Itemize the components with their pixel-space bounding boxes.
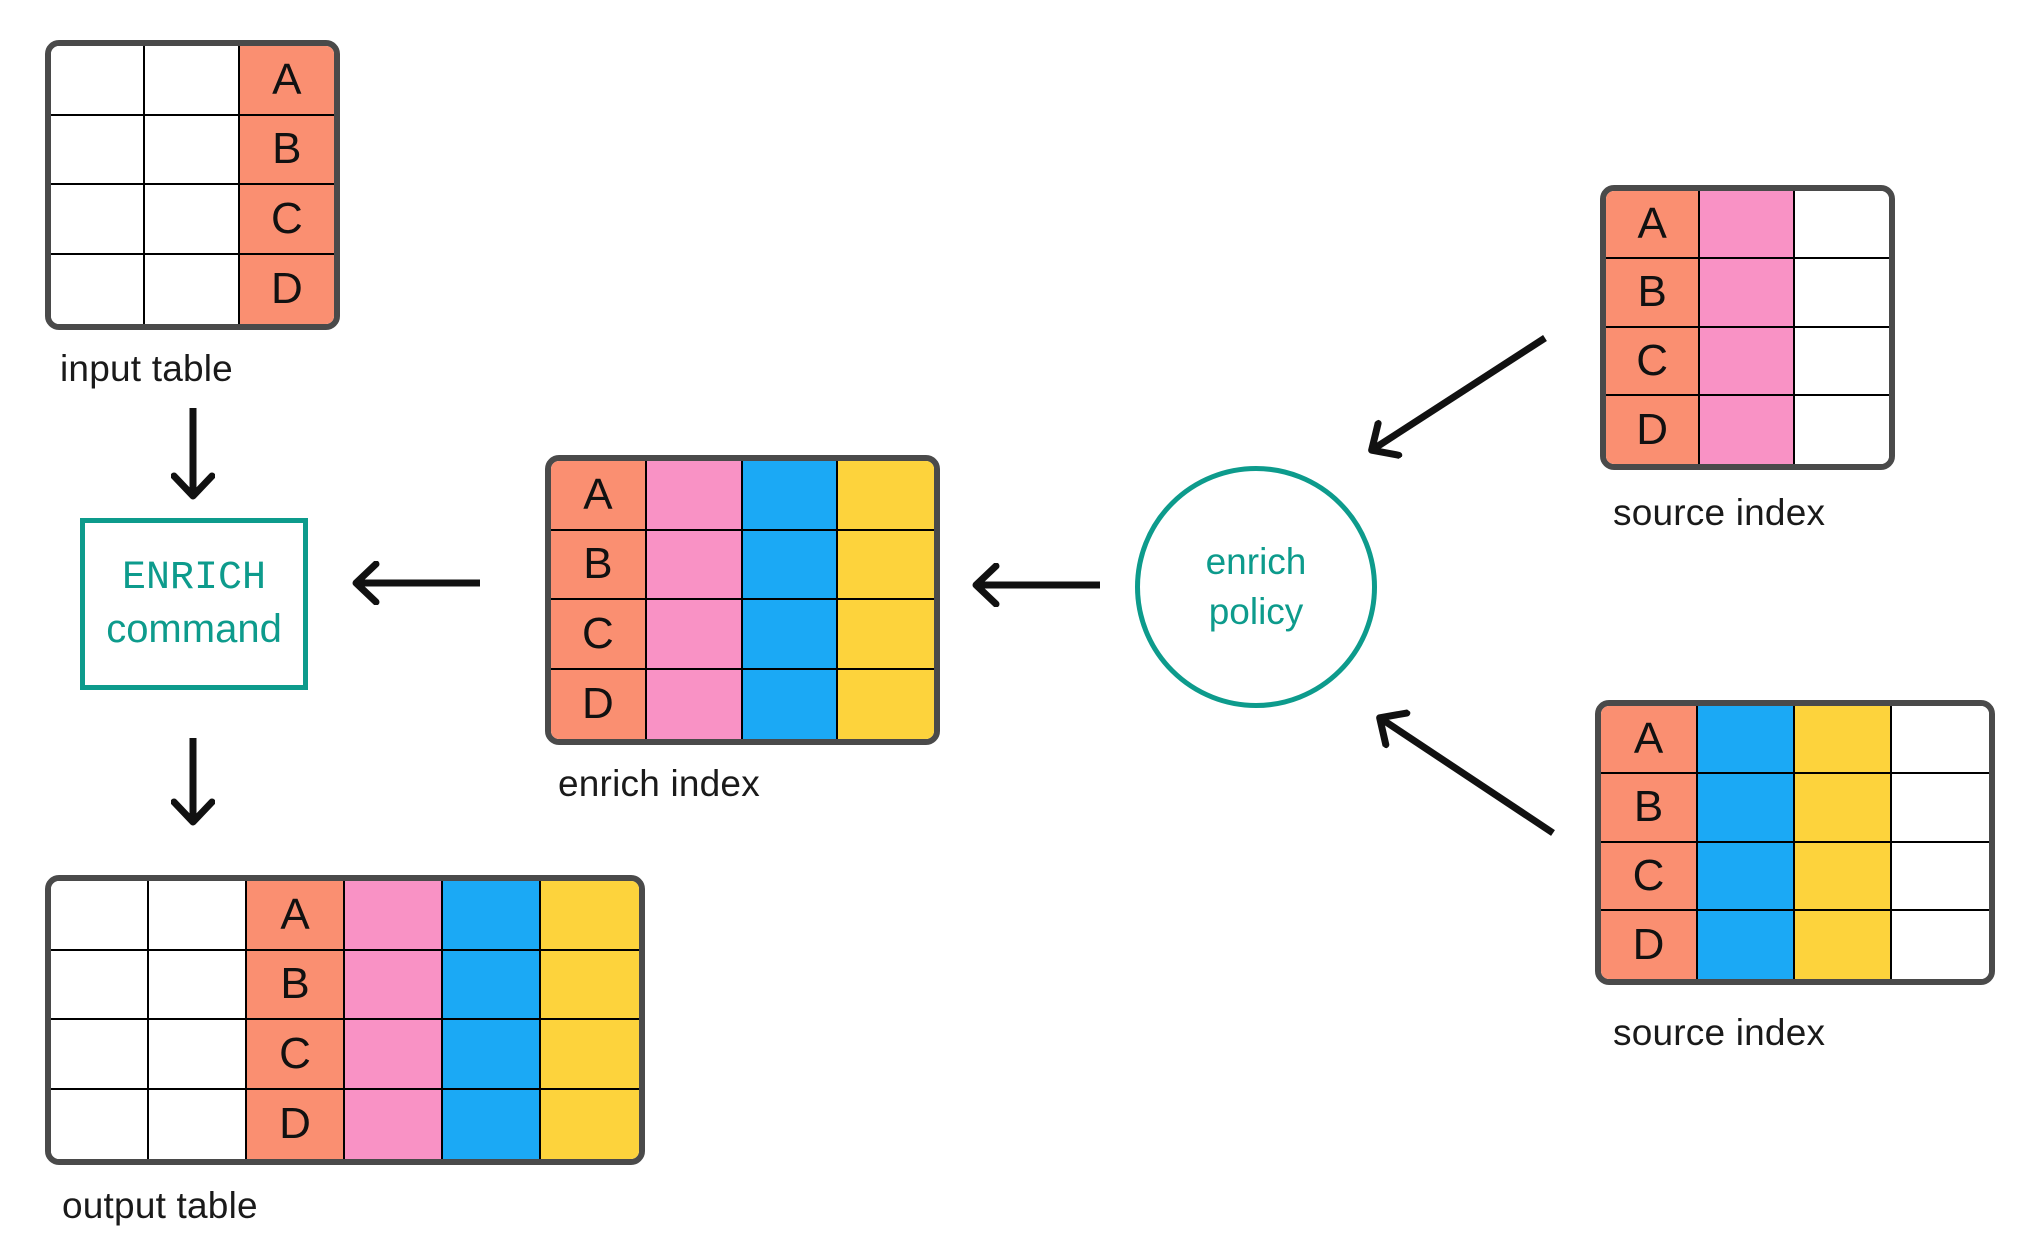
table-cell (1698, 706, 1795, 775)
table-cell (1698, 774, 1795, 843)
table-cell-key: C (1606, 327, 1701, 396)
table-cell (1795, 774, 1892, 843)
table-cell-key: A (551, 461, 647, 531)
table-cell (51, 881, 149, 951)
table-cell (51, 185, 146, 255)
arrow-source-index-top-to-enrich-policy (1375, 335, 1547, 448)
enrich-command-keyword: ENRICH (121, 556, 267, 601)
enrich-index-label: enrich index (558, 763, 760, 804)
source-index-top-label: source index (1613, 492, 1826, 533)
table-cell (1892, 774, 1989, 843)
table-cell-key: A (1601, 706, 1698, 775)
table-cell-key: C (1601, 842, 1698, 911)
table-cell-key: C (239, 185, 334, 255)
output-table-label: output table (62, 1185, 258, 1226)
table-cell (1794, 395, 1889, 464)
table-cell-key: A (247, 881, 345, 951)
table-cell (51, 1089, 149, 1159)
table-cell (443, 950, 541, 1020)
table-cell (149, 881, 247, 951)
table-cell-key: D (1601, 910, 1698, 979)
table-cell (345, 950, 443, 1020)
table-cell (541, 881, 639, 951)
table-cell (1700, 191, 1795, 260)
table-cell (742, 461, 839, 531)
source-index-bottom-label: source index (1613, 1012, 1826, 1053)
enrich-command-word: command (106, 607, 282, 651)
table-cell (541, 1089, 639, 1159)
table-cell (1794, 191, 1889, 260)
table-cell (646, 461, 743, 531)
table-cell-key: A (239, 46, 334, 116)
table-cell (838, 669, 934, 739)
table-cell (1892, 842, 1989, 911)
table-cell-key: D (247, 1089, 345, 1159)
table-cell (145, 254, 240, 324)
table-cell (345, 1020, 443, 1090)
table-cell (838, 530, 934, 600)
table-cell (51, 115, 146, 185)
table-cell-key: C (551, 600, 647, 670)
table-cell-key: B (1601, 774, 1698, 843)
arrow-source-index-bottom-to-enrich-policy (1383, 720, 1555, 836)
table-cell (149, 1089, 247, 1159)
table-cell (541, 950, 639, 1020)
table-cell (1700, 395, 1795, 464)
enrich-policy-word2: policy (1208, 591, 1304, 632)
table-cell (145, 185, 240, 255)
table-cell-key: D (1606, 395, 1701, 464)
table-cell (345, 881, 443, 951)
table-cell (443, 1020, 541, 1090)
table-cell (443, 881, 541, 951)
table-cell-key: B (247, 950, 345, 1020)
table-cell (1698, 910, 1795, 979)
table-cell (51, 1020, 149, 1090)
table-cell-key: B (551, 530, 647, 600)
table-cell (1795, 910, 1892, 979)
table-cell (51, 254, 146, 324)
table-cell (838, 461, 934, 531)
table-cell (1794, 327, 1889, 396)
table-cell-key: B (239, 115, 334, 185)
table-cell (1795, 706, 1892, 775)
table-cell-key: D (239, 254, 334, 324)
table-cell-key: C (247, 1020, 345, 1090)
enrich-policy-word1: enrich (1205, 541, 1307, 583)
table-cell (646, 669, 743, 739)
table-cell (742, 600, 839, 670)
table-cell (742, 530, 839, 600)
enrich-policy-node: enrich policy (1135, 466, 1377, 708)
enrich-command-node: ENRICH command (80, 518, 308, 690)
table-cell (149, 1020, 247, 1090)
table-cell (1700, 327, 1795, 396)
table-cell (646, 530, 743, 600)
table-cell (145, 115, 240, 185)
table-cell (1700, 259, 1795, 328)
table-cell (1892, 706, 1989, 775)
table-cell (1794, 259, 1889, 328)
table-cell (646, 600, 743, 670)
table-cell (345, 1089, 443, 1159)
table-cell-key: B (1606, 259, 1701, 328)
table-cell (1892, 910, 1989, 979)
table-cell (742, 669, 839, 739)
table-cell (838, 600, 934, 670)
table-cell (541, 1020, 639, 1090)
table-cell (1795, 842, 1892, 911)
table-cell-key: A (1606, 191, 1701, 260)
table-cell (51, 46, 146, 116)
table-cell (149, 950, 247, 1020)
table-cell-key: D (551, 669, 647, 739)
table-cell (51, 950, 149, 1020)
table-cell (443, 1089, 541, 1159)
table-cell (145, 46, 240, 116)
input-table-label: input table (60, 348, 233, 389)
table-cell (1698, 842, 1795, 911)
